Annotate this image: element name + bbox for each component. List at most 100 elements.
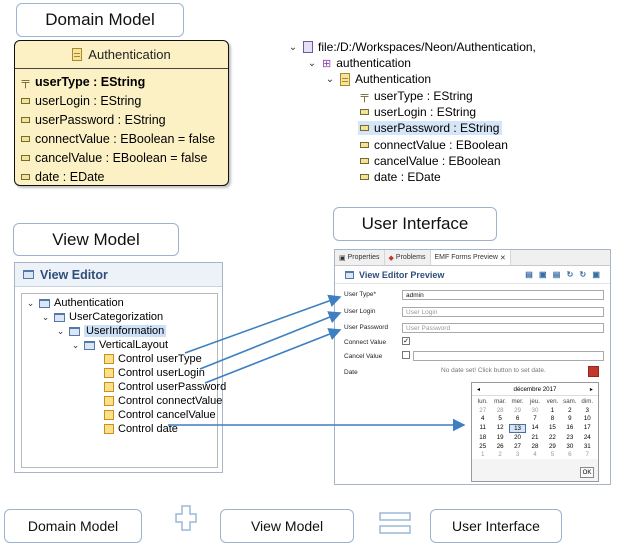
calendar-day[interactable]: 15 xyxy=(548,423,556,431)
chevron-down-icon[interactable]: ⌄ xyxy=(288,41,298,53)
calendar-day[interactable]: 3 xyxy=(515,451,520,458)
tab-properties[interactable]: ▣Properties xyxy=(335,250,385,265)
calendar-ok-button[interactable]: OK xyxy=(580,467,594,478)
cancel-value-checkbox[interactable] xyxy=(402,351,410,359)
user-type-field[interactable]: admin xyxy=(402,290,604,300)
user-password-label: User Password xyxy=(344,324,389,331)
ve-item[interactable]: ⌄VerticalLayout xyxy=(71,339,168,351)
calendar-day[interactable]: 9 xyxy=(568,415,572,422)
user-login-placeholder: User Login xyxy=(406,308,438,316)
calendar-button[interactable] xyxy=(588,366,599,377)
calendar-day[interactable]: 2 xyxy=(498,451,502,458)
calendar-day[interactable]: 20 xyxy=(514,434,521,441)
tab-problems[interactable]: ◆Problems xyxy=(385,250,431,265)
calendar-day[interactable]: 12 xyxy=(496,423,504,431)
tree-item-attribute[interactable]: cancelValue : EBoolean xyxy=(360,154,501,168)
calendar-day[interactable]: 29 xyxy=(514,406,521,414)
calendar-day[interactable]: 21 xyxy=(531,434,539,441)
cancel-value-field xyxy=(413,351,604,361)
calendar-day[interactable]: 28 xyxy=(496,406,504,414)
tree-item-attribute[interactable]: userLogin : EString xyxy=(360,105,476,119)
preview-title: View Editor Preview xyxy=(359,269,445,280)
calendar-day[interactable]: 24 xyxy=(583,434,591,441)
tree-item-attribute[interactable]: date : EDate xyxy=(360,170,441,184)
calendar-day[interactable]: 8 xyxy=(550,415,555,422)
calendar-day[interactable]: 1 xyxy=(550,406,555,414)
calendar-day[interactable]: 5 xyxy=(498,415,502,422)
tree-item-class[interactable]: ⌄ Authentication xyxy=(325,72,431,86)
ve-item[interactable]: ⌄UserInformation xyxy=(56,325,167,337)
chevron-down-icon[interactable]: ⌄ xyxy=(71,339,80,350)
calendar-day[interactable]: 25 xyxy=(479,442,487,450)
tree-item-label: userPassword : EString xyxy=(374,121,500,135)
calendar-day[interactable]: 5 xyxy=(550,451,555,458)
calendar-day[interactable]: 16 xyxy=(566,423,574,431)
calendar-day[interactable]: 6 xyxy=(568,451,572,458)
calendar-day[interactable]: 27 xyxy=(514,442,521,450)
calendar-day[interactable]: 29 xyxy=(548,442,556,450)
calendar-day[interactable]: 1 xyxy=(480,451,485,458)
calendar-day[interactable]: 22 xyxy=(548,434,556,441)
tree-item-attribute-selected[interactable]: userPassword : EString xyxy=(358,121,503,135)
close-icon[interactable]: ✕ xyxy=(499,254,506,262)
connect-value-checkbox[interactable]: ✓ xyxy=(402,337,410,345)
calendar-day[interactable]: 28 xyxy=(531,442,539,450)
ve-control[interactable]: Control userType xyxy=(104,353,202,365)
view-model-heading-text: View Model xyxy=(52,229,140,249)
calendar-day[interactable]: 10 xyxy=(583,415,591,422)
equation-domain-model: Domain Model xyxy=(4,509,142,543)
calendar-day[interactable]: 26 xyxy=(496,442,504,450)
tree-item-package[interactable]: ⌄ ⊞ authentication xyxy=(307,56,411,70)
prev-month-icon[interactable]: ◂ xyxy=(477,385,481,393)
calendar-day[interactable]: 7 xyxy=(585,451,589,458)
chevron-down-icon[interactable]: ⌄ xyxy=(56,325,65,336)
calendar-day[interactable]: 2 xyxy=(568,406,572,414)
calendar-day[interactable]: 4 xyxy=(533,451,537,458)
attribute-icon xyxy=(21,97,30,104)
tree-item-attribute[interactable]: ╤userType : EString xyxy=(360,89,473,103)
calendar-day[interactable]: 7 xyxy=(533,415,537,422)
ve-control[interactable]: Control connectValue xyxy=(104,395,222,407)
ve-control[interactable]: Control date xyxy=(104,423,178,435)
calendar-day[interactable]: 17 xyxy=(583,423,591,431)
ve-control[interactable]: Control userPassword xyxy=(104,381,226,393)
calendar-day[interactable]: 31 xyxy=(583,442,591,450)
user-password-field[interactable]: User Password xyxy=(402,323,604,333)
calendar-day[interactable]: 18 xyxy=(479,434,487,441)
tab-label: Problems xyxy=(395,254,426,261)
calendar-day[interactable]: 3 xyxy=(585,406,589,414)
ve-item[interactable]: ⌄Authentication xyxy=(26,297,124,309)
tab-emf-forms-preview[interactable]: EMF Forms Preview✕ xyxy=(430,250,511,265)
calendar-day[interactable]: 13 xyxy=(508,423,527,433)
equation-view-model: View Model xyxy=(220,509,354,543)
calendar-day[interactable]: 11 xyxy=(479,423,486,431)
tree-item-attribute[interactable]: connectValue : EBoolean xyxy=(360,138,508,152)
date-message: No date set! Click button to set date. xyxy=(441,367,546,374)
calendar-day[interactable]: 4 xyxy=(480,415,485,422)
chevron-down-icon[interactable]: ⌄ xyxy=(307,57,317,69)
calendar-day[interactable]: 14 xyxy=(531,423,539,431)
calendar-day[interactable]: 19 xyxy=(496,434,504,441)
ve-control[interactable]: Control userLogin xyxy=(104,367,205,379)
tree-item-root[interactable]: ⌄ file:/D:/Workspaces/Neon/Authenticatio… xyxy=(288,40,536,54)
check-mark: ✓ xyxy=(403,338,409,345)
ve-control[interactable]: Control cancelValue xyxy=(104,409,216,421)
calendar-day[interactable]: 30 xyxy=(531,406,539,414)
chevron-down-icon[interactable]: ⌄ xyxy=(26,297,35,308)
equals-icon-bottom xyxy=(379,525,411,534)
chevron-down-icon[interactable]: ⌄ xyxy=(41,311,50,322)
key-icon: ╤ xyxy=(360,90,369,102)
next-month-icon[interactable]: ▸ xyxy=(589,385,593,393)
calendar-day[interactable]: 27 xyxy=(479,406,487,414)
calendar-day[interactable]: 23 xyxy=(566,434,574,441)
plus-icon xyxy=(175,505,197,531)
calendar-day[interactable]: 6 xyxy=(515,415,520,422)
chevron-down-icon[interactable]: ⌄ xyxy=(325,73,335,85)
calendar-day[interactable]: 30 xyxy=(566,442,574,450)
weekday-header: dim. xyxy=(581,398,594,405)
preview-toolbar-icons[interactable]: ▤ ▣ ▤ ↻ ↻ ▣ xyxy=(525,270,602,279)
ve-item[interactable]: ⌄UserCategorization xyxy=(41,311,163,323)
user-login-field[interactable]: User Login xyxy=(402,307,604,317)
uml-attribute: userPassword : EString xyxy=(15,110,228,129)
view-editor-header: View Editor xyxy=(15,263,222,287)
